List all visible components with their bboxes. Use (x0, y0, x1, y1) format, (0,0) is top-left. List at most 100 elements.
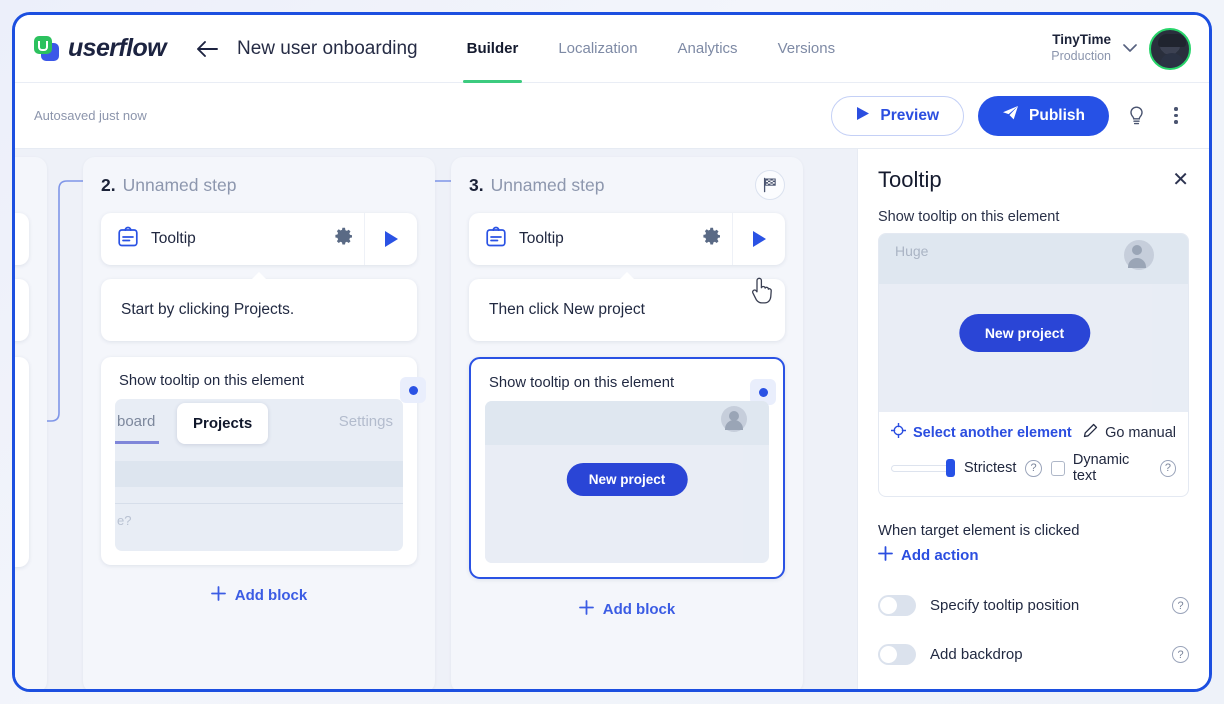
preview-topbar: Huge (879, 234, 1188, 284)
add-action-button[interactable]: Add action (878, 546, 1189, 565)
step-3-name[interactable]: Unnamed step (490, 174, 605, 195)
tooltip-text-card-2[interactable]: Start by clicking Projects. (101, 272, 417, 341)
add-block-label-3: Add block (602, 600, 676, 618)
add-action-label: Add action (901, 547, 979, 564)
select-another-element-label: Select another element (913, 424, 1072, 441)
go-manual-button[interactable]: Go manual (1083, 423, 1176, 442)
add-block-button-3[interactable]: Add block (487, 587, 767, 631)
avatar[interactable] (1149, 27, 1191, 70)
selector-connector-handle-3[interactable] (750, 379, 776, 405)
preview-tabbar: board Projects Settings (115, 399, 403, 461)
tooltip-text-card-3[interactable]: Then click New project (469, 272, 785, 341)
specify-tooltip-position-label: Specify tooltip position (930, 597, 1080, 614)
tab-builder[interactable]: Builder (447, 15, 539, 83)
select-another-element-button[interactable]: Select another element (890, 422, 1072, 442)
block-tooltip-3[interactable]: Tooltip (469, 213, 785, 265)
preview-button[interactable]: Preview (831, 95, 965, 136)
lightbulb-icon[interactable] (1123, 103, 1149, 129)
when-clicked-label: When target element is clicked (878, 523, 1080, 539)
dynamic-text-checkbox[interactable] (1050, 460, 1065, 476)
selector-label-3: Show tooltip on this element (489, 375, 675, 391)
preview-footer-text: e? (117, 513, 132, 528)
add-backdrop-toggle[interactable] (878, 644, 916, 665)
question-circle-icon[interactable]: ? (1172, 597, 1189, 614)
plus-icon (210, 585, 226, 605)
preview-new-project-button: New project (566, 463, 688, 496)
preview-tab-dashboard: board (115, 413, 160, 444)
preview-divider (115, 503, 403, 504)
account-switcher[interactable]: TinyTime Production (1051, 32, 1111, 65)
question-circle-icon[interactable]: ? (1159, 459, 1176, 477)
tooltip-block-icon (117, 226, 139, 253)
play-icon[interactable] (365, 230, 417, 248)
step-2-name[interactable]: Unnamed step (122, 174, 237, 195)
preview-heading: Huge (895, 243, 929, 259)
target-icon (890, 422, 907, 442)
publish-button[interactable]: Publish (978, 95, 1109, 136)
element-preview-3: New project (485, 401, 769, 563)
close-icon[interactable]: ✕ (1172, 169, 1189, 191)
plus-icon (578, 599, 594, 619)
gear-icon[interactable] (335, 227, 354, 251)
brand-logo[interactable]: userflow (15, 34, 167, 63)
tooltip-card-1[interactable] (15, 279, 29, 341)
specify-tooltip-position-toggle[interactable] (878, 595, 916, 616)
preview-band (115, 461, 403, 487)
tab-analytics[interactable]: Analytics (677, 40, 738, 57)
step-2-header: 2. Unnamed step (83, 157, 435, 213)
dynamic-text-group: Dynamic text ? (1050, 452, 1176, 484)
question-circle-icon[interactable]: ? (1172, 646, 1189, 663)
tab-localization[interactable]: Localization (558, 40, 638, 57)
preview-new-project-button: New project (958, 314, 1091, 352)
selector-label-2: Show tooltip on this element (119, 373, 305, 389)
tooltip-block-icon (485, 226, 507, 253)
play-icon (856, 106, 870, 126)
element-preview-panel: Huge New project (879, 234, 1188, 412)
block-tooltip-2[interactable]: Tooltip (101, 213, 417, 265)
strictness-slider[interactable] (891, 459, 955, 477)
specify-tooltip-position-row: Specify tooltip position ? (858, 595, 1209, 616)
selector-connector-handle-2[interactable] (400, 377, 426, 403)
tab-versions[interactable]: Versions (777, 40, 836, 57)
when-clicked-section: When target element is clicked Add actio… (858, 497, 1209, 565)
toolbar-actions: Preview Publish (831, 95, 1209, 136)
strictness-label: Strictest (964, 460, 1017, 476)
play-icon[interactable] (733, 230, 785, 248)
element-selector-card-3[interactable]: Show tooltip on this element New project (469, 357, 785, 579)
step-column-1[interactable] (15, 157, 47, 689)
element-selector-card-2[interactable]: Show tooltip on this element board Proje… (101, 357, 426, 565)
panel-header: Tooltip ✕ (858, 149, 1209, 197)
question-circle-icon[interactable]: ? (1025, 459, 1042, 477)
selector-card-1[interactable] (15, 357, 29, 567)
gear-icon[interactable] (703, 227, 722, 251)
app-frame: userflow New user onboarding Builder Loc… (12, 12, 1212, 692)
preview-tab-settings: Settings (338, 413, 393, 430)
checkered-flag-icon[interactable] (755, 170, 785, 200)
step-1-blocks (15, 213, 47, 567)
account-environment: Production (1051, 49, 1111, 64)
step-column-3[interactable]: 3. Unnamed step (451, 157, 803, 689)
back-arrow-icon[interactable] (193, 35, 221, 63)
header-tabs: Builder Localization Analytics Versions (447, 15, 855, 83)
strictness-row: Strictest ? Dynamic text ? (879, 448, 1188, 496)
user-avatar-icon (721, 406, 747, 432)
brand-name: userflow (68, 34, 167, 62)
tooltip-settings-panel[interactable]: Tooltip ✕ Show tooltip on this element H… (857, 149, 1209, 689)
chevron-down-icon[interactable] (1123, 41, 1137, 56)
add-block-button-2[interactable]: Add block (119, 573, 399, 617)
dynamic-text-label: Dynamic text (1072, 452, 1130, 484)
element-preview-2: board Projects Settings e? (115, 399, 403, 551)
block-head-1[interactable] (15, 213, 29, 265)
step-3-number: 3. (469, 174, 484, 195)
step-2-number: 2. (101, 174, 116, 195)
page-title: New user onboarding (237, 37, 418, 59)
flow-canvas[interactable]: 2. Unnamed step Tooltip (15, 149, 857, 689)
more-vertical-icon[interactable] (1163, 103, 1189, 129)
step-column-2[interactable]: 2. Unnamed step Tooltip (83, 157, 435, 689)
divider (732, 213, 733, 265)
account-name: TinyTime (1052, 32, 1111, 48)
block-type-label-3: Tooltip (519, 230, 564, 247)
selector-actions: Select another element Go manual (879, 412, 1188, 448)
preview-button-label: Preview (880, 106, 940, 124)
